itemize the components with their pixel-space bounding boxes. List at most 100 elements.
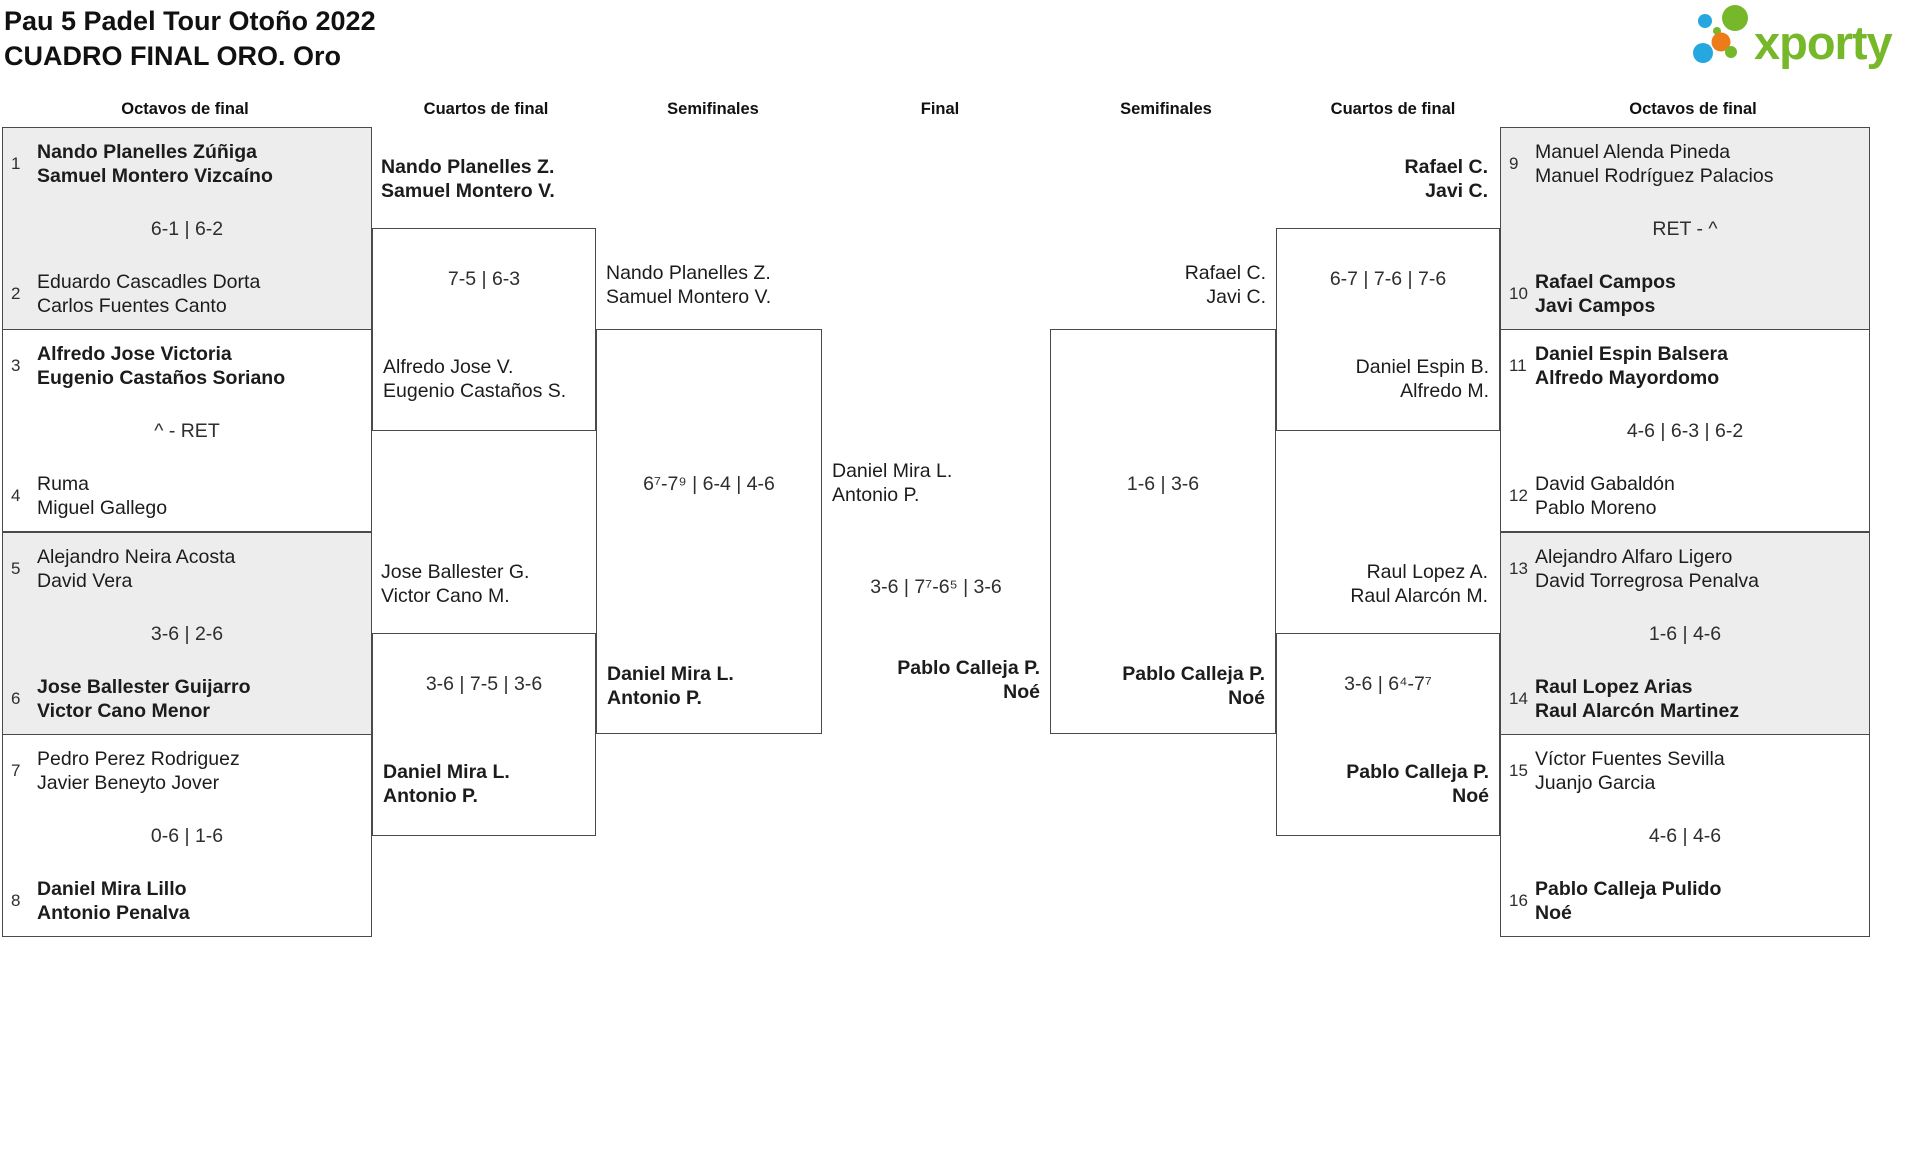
round-header-final: Final — [920, 100, 960, 118]
seed-number: 6 — [11, 689, 21, 708]
match-box-r16-6: 11 Daniel Espin Balsera Alfredo Mayordom… — [1500, 329, 1870, 532]
team-name: Rafael Campos Javi Campos — [1535, 271, 1676, 317]
team-name: Víctor Fuentes Sevilla Juanjo Garcia — [1535, 748, 1725, 794]
final-score: 3-6 | 7⁷-6⁵ | 3-6 — [870, 576, 1002, 598]
match-box-r16-4: 7 Pedro Perez Rodriguez Javier Beneyto J… — [2, 734, 372, 937]
logo-dot-green-small — [1725, 46, 1737, 58]
sf-left-top-team: Nando Planelles Z. Samuel Montero V. — [606, 262, 772, 308]
seed-number: 12 — [1509, 486, 1528, 505]
match-box-qf-right-2: 3-6 | 6⁴-7⁷ Pablo Calleja P. Noé — [1276, 633, 1500, 836]
round-header-semis-left: Semifinales — [667, 100, 759, 118]
sf-right-bottom-team: Pablo Calleja P. Noé — [1122, 663, 1265, 709]
team-slot: 2 Eduardo Cascadles Dorta Carlos Fuentes… — [11, 270, 363, 318]
seed-number: 11 — [1509, 356, 1527, 375]
match-box-sf-left: 6⁷-7⁹ | 6-4 | 4-6 Daniel Mira L. Antonio… — [596, 329, 822, 734]
team-slot: 7 Pedro Perez Rodriguez Javier Beneyto J… — [11, 747, 363, 795]
team-name: Pablo Calleja Pulido Noé — [1535, 878, 1722, 924]
sf-right-top-team: Rafael C. Javi C. — [1184, 262, 1266, 308]
match-score: 0-6 | 1-6 — [150, 824, 224, 847]
team-slot: 10 Rafael Campos Javi Campos — [1509, 270, 1861, 318]
round-header-cuartos-left: Cuartos de final — [423, 100, 549, 118]
qf-left-1-bottom-team: Alfredo Jose V. Eugenio Castaños S. — [383, 356, 567, 402]
match-score: 6-7 | 7-6 | 7-6 — [1329, 268, 1447, 290]
match-score: 6-1 | 6-2 — [150, 217, 224, 240]
match-box-qf-left-2: 3-6 | 7-5 | 3-6 Daniel Mira L. Antonio P… — [372, 633, 596, 836]
logo-text: xporty — [1754, 16, 1893, 69]
team-slot: 8 Daniel Mira Lillo Antonio Penalva — [11, 877, 363, 925]
qf-left-2-bottom-team: Daniel Mira L. Antonio P. — [383, 761, 510, 807]
seed-number: 14 — [1509, 689, 1528, 708]
logo-dot-blue-large — [1693, 43, 1713, 63]
team-name: Daniel Mira Lillo Antonio Penalva — [37, 878, 190, 924]
team-slot: 9 Manuel Alenda Pineda Manuel Rodríguez … — [1509, 140, 1861, 188]
final-top-team: Daniel Mira L. Antonio P. — [832, 460, 953, 506]
team-slot: 14 Raul Lopez Arias Raul Alarcón Martine… — [1509, 675, 1861, 723]
match-score: 7-5 | 6-3 — [447, 268, 521, 290]
match-box-r16-8: 15 Víctor Fuentes Sevilla Juanjo Garcia … — [1500, 734, 1870, 937]
round-header-octavos-right: Octavos de final — [1629, 100, 1757, 118]
team-name: Alejandro Alfaro Ligero David Torregrosa… — [1535, 546, 1760, 592]
team-name: Eduardo Cascadles Dorta Carlos Fuentes C… — [37, 271, 261, 317]
seed-number: 1 — [11, 154, 21, 173]
match-box-qf-right-1: 6-7 | 7-6 | 7-6 Daniel Espin B. Alfredo … — [1276, 228, 1500, 431]
seed-number: 8 — [11, 891, 21, 910]
qf-right-2-bottom-team: Pablo Calleja P. Noé — [1346, 761, 1489, 807]
qf-left-1-top-team: Nando Planelles Z. Samuel Montero V. — [381, 156, 555, 202]
team-slot: 5 Alejandro Neira Acosta David Vera — [11, 545, 363, 593]
team-name: Raul Lopez Arias Raul Alarcón Martinez — [1535, 676, 1740, 722]
seed-number: 15 — [1509, 761, 1528, 780]
xporty-logo: xporty — [1693, 5, 1894, 69]
round-header-cuartos-right: Cuartos de final — [1330, 100, 1456, 118]
team-slot: 3 Alfredo Jose Victoria Eugenio Castaños… — [11, 342, 363, 390]
tournament-name: Pau 5 Padel Tour Otoño 2022 — [4, 6, 376, 36]
match-box-r16-2: 3 Alfredo Jose Victoria Eugenio Castaños… — [2, 329, 372, 532]
team-slot: 4 Ruma Miguel Gallego — [11, 472, 363, 520]
seed-number: 2 — [11, 284, 21, 303]
seed-number: 16 — [1509, 891, 1528, 910]
seed-number: 13 — [1509, 559, 1528, 578]
team-slot: 6 Jose Ballester Guijarro Victor Cano Me… — [11, 675, 363, 723]
match-score: 1-6 | 4-6 — [1648, 622, 1722, 645]
match-score: 3-6 | 6⁴-7⁷ — [1344, 673, 1432, 695]
logo-dot-blue-small — [1698, 14, 1712, 28]
team-name: Jose Ballester Guijarro Victor Cano Meno… — [37, 676, 251, 722]
seed-number: 10 — [1509, 284, 1528, 303]
match-score: 1-6 | 3-6 — [1126, 473, 1200, 495]
match-box-r16-5: 9 Manuel Alenda Pineda Manuel Rodríguez … — [1500, 127, 1870, 330]
seed-number: 9 — [1509, 154, 1519, 173]
match-box-sf-right: 1-6 | 3-6 Pablo Calleja P. Noé — [1050, 329, 1276, 734]
sf-left-bottom-team: Daniel Mira L. Antonio P. — [607, 663, 734, 709]
round-header-octavos-left: Octavos de final — [121, 100, 249, 118]
match-score: 4-6 | 6-3 | 6-2 — [1626, 419, 1744, 442]
qf-right-1-bottom-team: Daniel Espin B. Alfredo M. — [1355, 356, 1489, 402]
qf-right-1-top-team: Rafael C. Javi C. — [1404, 156, 1488, 202]
match-score: 3-6 | 7-5 | 3-6 — [425, 673, 543, 695]
team-slot: 12 David Gabaldón Pablo Moreno — [1509, 472, 1861, 520]
page-title: Pau 5 Padel Tour Otoño 2022 CUADRO FINAL… — [4, 4, 376, 74]
seed-number: 5 — [11, 559, 21, 578]
team-slot: 1 Nando Planelles Zúñiga Samuel Montero … — [11, 140, 363, 188]
team-slot: 11 Daniel Espin Balsera Alfredo Mayordom… — [1509, 342, 1861, 390]
team-name: Daniel Espin Balsera Alfredo Mayordomo — [1535, 343, 1728, 389]
match-box-r16-7: 13 Alejandro Alfaro Ligero David Torregr… — [1500, 532, 1870, 735]
qf-left-2-top-team: Jose Ballester G. Victor Cano M. — [381, 561, 530, 607]
team-name: Ruma Miguel Gallego — [37, 473, 168, 519]
team-name: Alfredo Jose Victoria Eugenio Castaños S… — [37, 343, 286, 389]
match-box-qf-left-1: 7-5 | 6-3 Alfredo Jose V. Eugenio Castañ… — [372, 228, 596, 431]
logo-dot-green-large — [1722, 5, 1748, 31]
logo-dot-orange — [1711, 32, 1731, 52]
round-header-semis-right: Semifinales — [1120, 100, 1212, 118]
qf-right-2-top-team: Raul Lopez A. Raul Alarcón M. — [1350, 561, 1488, 607]
final-bottom-team: Pablo Calleja P. Noé — [897, 657, 1040, 703]
team-name: Alejandro Neira Acosta David Vera — [37, 546, 236, 592]
team-name: David Gabaldón Pablo Moreno — [1535, 473, 1675, 519]
match-score: 4-6 | 4-6 — [1648, 824, 1722, 847]
team-name: Manuel Alenda Pineda Manuel Rodríguez Pa… — [1535, 141, 1774, 187]
team-slot: 16 Pablo Calleja Pulido Noé — [1509, 877, 1861, 925]
seed-number: 4 — [11, 486, 21, 505]
match-box-r16-3: 5 Alejandro Neira Acosta David Vera 3-6 … — [2, 532, 372, 735]
team-slot: 15 Víctor Fuentes Sevilla Juanjo Garcia — [1509, 747, 1861, 795]
bracket-name: CUADRO FINAL ORO. Oro — [4, 41, 341, 71]
match-score: 6⁷-7⁹ | 6-4 | 4-6 — [643, 473, 775, 495]
